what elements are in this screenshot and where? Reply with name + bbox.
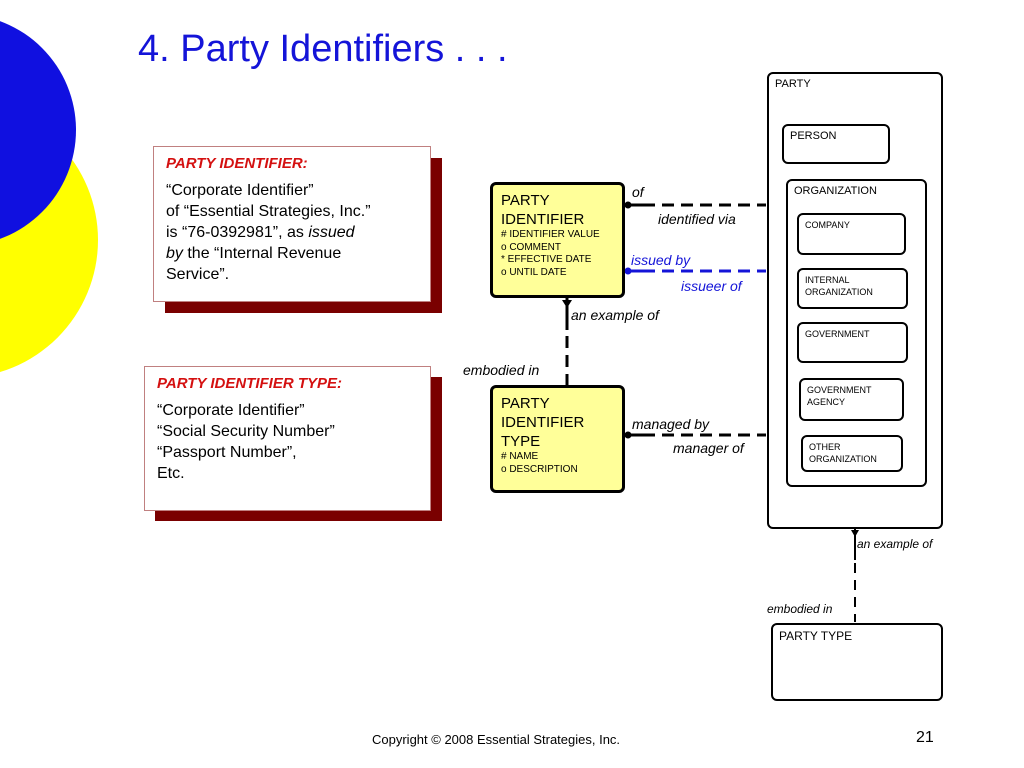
entity-title: ORGANIZATION <box>794 185 877 197</box>
note-line: is “76-0392981”, as issued <box>166 222 418 243</box>
rel-label-an-example-of: an example of <box>571 307 659 323</box>
note-text: of “Essential Strategies, Inc.” <box>166 203 371 220</box>
attribute: o DESCRIPTION <box>501 463 578 475</box>
note-party-identifier-type: PARTY IDENTIFIER TYPE: “Corporate Identi… <box>144 366 431 511</box>
note-line: “Corporate Identifier” <box>157 400 418 421</box>
note-text: “Passport Number”, <box>157 444 297 461</box>
rel-label-party-an-example-of: an example of <box>857 537 933 551</box>
rel-label-identified-via: identified via <box>658 211 736 227</box>
note-heading: PARTY IDENTIFIER: <box>166 155 308 172</box>
attribute: o COMMENT <box>501 241 561 253</box>
entity-title: GOVERNMENT <box>805 329 870 339</box>
attribute: # IDENTIFIER VALUE <box>501 229 600 240</box>
note-line: “Passport Number”, <box>157 442 418 463</box>
rel-label-of: of <box>632 184 644 200</box>
entity-party-identifier[interactable]: PARTY IDENTIFIER # IDENTIFIER VALUE o CO… <box>490 182 625 298</box>
note-party-identifier: PARTY IDENTIFIER: “Corporate Identifier”… <box>153 146 431 302</box>
note-line: “Corporate Identifier” <box>166 180 418 201</box>
entity-title: PARTY TYPE <box>779 629 853 643</box>
note-body: “Corporate Identifier” of “Essential Stra… <box>166 180 418 285</box>
entity-title: PARTY IDENTIFIER <box>501 192 585 228</box>
entity-government[interactable]: GOVERNMENT <box>797 322 908 363</box>
rel-label-manager-of: manager of <box>673 440 744 456</box>
copyright: Copyright © 2008 Essential Strategies, I… <box>372 732 621 747</box>
note-text: issued <box>308 224 355 241</box>
entity-company[interactable]: COMPANY <box>797 213 906 255</box>
note-line: Service”. <box>166 264 418 285</box>
note-line: by the “Internal Revenue <box>166 243 418 264</box>
entity-party-identifier-type[interactable]: PARTY IDENTIFIER TYPE # NAME o DESCRIPTI… <box>490 385 625 493</box>
decorative-circles <box>0 21 98 373</box>
rel-label-embodied-in: embodied in <box>463 362 540 378</box>
note-text: is “76-0392981”, as <box>166 224 309 241</box>
entity-title: COMPANY <box>805 220 850 230</box>
note-line: “Social Security Number” <box>157 421 418 442</box>
attribute: * EFFECTIVE DATE <box>501 254 592 265</box>
note-text: by <box>166 245 183 262</box>
entity-party-type[interactable]: PARTY TYPE <box>771 623 943 701</box>
attribute: # NAME <box>501 451 539 462</box>
note-text: Etc. <box>157 465 185 482</box>
note-heading: PARTY IDENTIFIER TYPE: <box>157 375 343 392</box>
rel-label-issued-by: issued by <box>631 252 691 268</box>
note-text: the “Internal Revenue <box>182 245 342 262</box>
rel-label-managed-by: managed by <box>632 416 710 432</box>
note-text: “Corporate Identifier” <box>166 182 314 199</box>
entity-title: PARTY <box>775 78 811 90</box>
note-line: of “Essential Strategies, Inc.” <box>166 201 418 222</box>
note-text: Service”. <box>166 266 230 283</box>
page-number: 21 <box>916 729 934 746</box>
entity-person[interactable]: PERSON <box>782 124 890 164</box>
attribute: o UNTIL DATE <box>501 266 567 278</box>
entity-title: PERSON <box>790 130 837 142</box>
page-title: 4. Party Identifiers . . . <box>138 28 508 70</box>
note-body: “Corporate Identifier” “Social Security N… <box>157 400 418 484</box>
note-text: “Corporate Identifier” <box>157 402 305 419</box>
note-line: Etc. <box>157 463 418 484</box>
entity-title: PARTY IDENTIFIER TYPE <box>501 395 585 450</box>
note-text: “Social Security Number” <box>157 423 335 440</box>
rel-label-issueer-of: issueer of <box>681 278 742 294</box>
rel-label-party-embodied-in: embodied in <box>767 602 833 616</box>
